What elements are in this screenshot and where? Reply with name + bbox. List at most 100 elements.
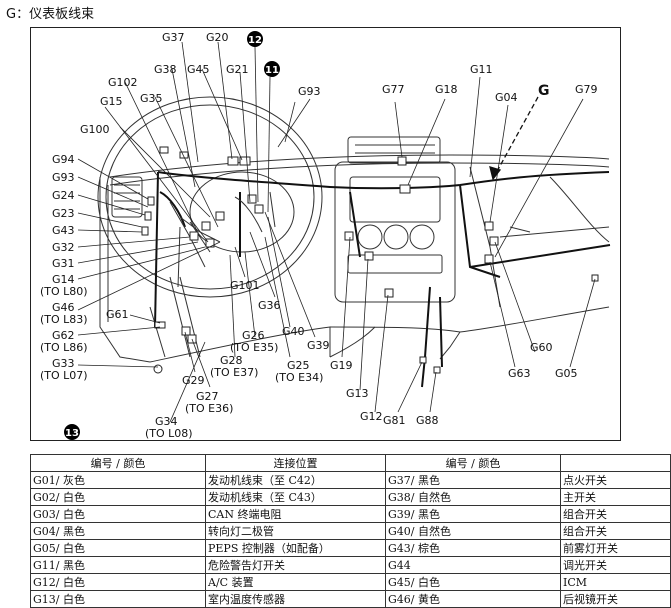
label-G62: G62	[52, 329, 75, 342]
pointer-arrow-g	[489, 96, 539, 181]
table-cell: G12/ 白色	[30, 573, 206, 591]
label-G62-to: (TO L86)	[40, 341, 88, 354]
table-cell: G02/ 白色	[30, 488, 206, 506]
label-G31: G31	[52, 257, 75, 270]
label-G24: G24	[52, 189, 75, 202]
table-cell: 后视镜开关	[560, 590, 671, 608]
table-cell: G01/ 灰色	[30, 471, 206, 489]
label-G45: G45	[187, 63, 210, 76]
table-cell: G11/ 黑色	[30, 556, 206, 574]
label-G19: G19	[330, 359, 353, 372]
label-G37: G37	[162, 31, 185, 44]
label-G46-to: (TO L83)	[40, 313, 88, 326]
svg-text:12: 12	[248, 35, 262, 46]
svg-text:13: 13	[65, 428, 79, 439]
label-G34: G34	[155, 415, 178, 428]
label-G46: G46	[52, 301, 75, 314]
connector-table-wrapper: 编号 / 颜色 连接位置 编号 / 颜色 G01/ 灰色发动机线束（至 C42）…	[30, 454, 671, 608]
table-cell: G05/ 白色	[30, 539, 206, 557]
label-G18: G18	[435, 83, 458, 96]
label-G93-top: G93	[298, 85, 321, 98]
header-location: 连接位置	[205, 454, 386, 472]
table-cell: G40/ 自然色	[385, 522, 561, 540]
label-G38: G38	[154, 63, 177, 76]
label-G81: G81	[383, 414, 406, 427]
label-G36: G36	[258, 299, 281, 312]
badge-11: 11	[264, 61, 280, 77]
table-cell: 组合开关	[560, 505, 671, 523]
table-cell: G13/ 白色	[30, 590, 206, 608]
label-G21: G21	[226, 63, 249, 76]
label-G27-to: (TO E36)	[185, 402, 233, 415]
table-cell: G43/ 棕色	[385, 539, 561, 557]
label-G77: G77	[382, 83, 405, 96]
label-G26: G26	[242, 329, 265, 342]
table-cell: 转向灯二极管	[205, 522, 386, 540]
label-G101: G101	[230, 279, 260, 292]
label-G20: G20	[206, 31, 229, 44]
table-cell: 点火开关	[560, 471, 671, 489]
table-cell: G03/ 白色	[30, 505, 206, 523]
label-G04: G04	[495, 91, 518, 104]
leader-lines	[77, 41, 596, 423]
label-G94: G94	[52, 153, 75, 166]
dashboard-outline	[99, 136, 610, 363]
label-G29: G29	[182, 374, 205, 387]
label-G33: G33	[52, 357, 75, 370]
label-G15: G15	[100, 95, 123, 108]
label-G-harness: G	[538, 83, 550, 99]
harness-diagram: G37 G20 G38 G45 G21 G102 G35 G15 G93 G10…	[30, 27, 621, 441]
label-G23: G23	[52, 207, 75, 220]
label-G12: G12	[360, 410, 383, 423]
label-G33-to: (TO L07)	[40, 369, 88, 382]
table-header-row: 编号 / 颜色 连接位置 编号 / 颜色	[30, 454, 671, 472]
table-row: G01/ 灰色发动机线束（至 C42）G37/ 黑色点火开关	[30, 471, 671, 489]
table-cell: 发动机线束（至 C43）	[205, 488, 386, 506]
table-cell: CAN 终端电阻	[205, 505, 386, 523]
table-cell: 调光开关	[560, 556, 671, 574]
label-G40: G40	[282, 325, 305, 338]
label-G63: G63	[508, 367, 531, 380]
connector-blocks	[141, 146, 599, 374]
table-cell: G39/ 黑色	[385, 505, 561, 523]
table-cell: G04/ 黑色	[30, 522, 206, 540]
page-heading: G：仪表板线束	[6, 7, 95, 22]
table-cell: 主开关	[560, 488, 671, 506]
header-location-2	[560, 454, 671, 472]
label-G28-to: (TO E37)	[210, 366, 258, 379]
label-G14-to: (TO L80)	[40, 285, 88, 298]
table-cell: G37/ 黑色	[385, 471, 561, 489]
label-G100: G100	[80, 123, 110, 136]
label-G11: G11	[470, 63, 493, 76]
svg-text:11: 11	[265, 65, 279, 76]
label-G13: G13	[346, 387, 369, 400]
label-G61: G61	[106, 308, 129, 321]
table-cell: G38/ 自然色	[385, 488, 561, 506]
label-G43: G43	[52, 224, 75, 237]
header-id-color-2: 编号 / 颜色	[385, 454, 561, 472]
table-cell: 室内温度传感器	[205, 590, 386, 608]
header-id-color: 编号 / 颜色	[30, 454, 206, 472]
table-cell: G45/ 白色	[385, 573, 561, 591]
connector-table: 编号 / 颜色 连接位置 编号 / 颜色 G01/ 灰色发动机线束（至 C42）…	[30, 454, 671, 608]
label-G60: G60	[530, 341, 553, 354]
label-G26-to: (TO E35)	[230, 341, 278, 354]
table-row: G02/ 白色发动机线束（至 C43）G38/ 自然色主开关	[30, 488, 671, 506]
badge-12: 12	[247, 31, 263, 47]
label-G88: G88	[416, 414, 439, 427]
label-G93-left: G93	[52, 171, 75, 184]
label-G35: G35	[140, 92, 163, 105]
label-G28: G28	[220, 354, 243, 367]
table-cell: G44	[385, 556, 561, 574]
table-cell: A/C 装置	[205, 573, 386, 591]
table-cell: 危险警告灯开关	[205, 556, 386, 574]
steering-wheel	[97, 96, 323, 358]
table-cell: 组合开关	[560, 522, 671, 540]
label-G102: G102	[108, 76, 138, 89]
label-G14: G14	[52, 273, 75, 286]
